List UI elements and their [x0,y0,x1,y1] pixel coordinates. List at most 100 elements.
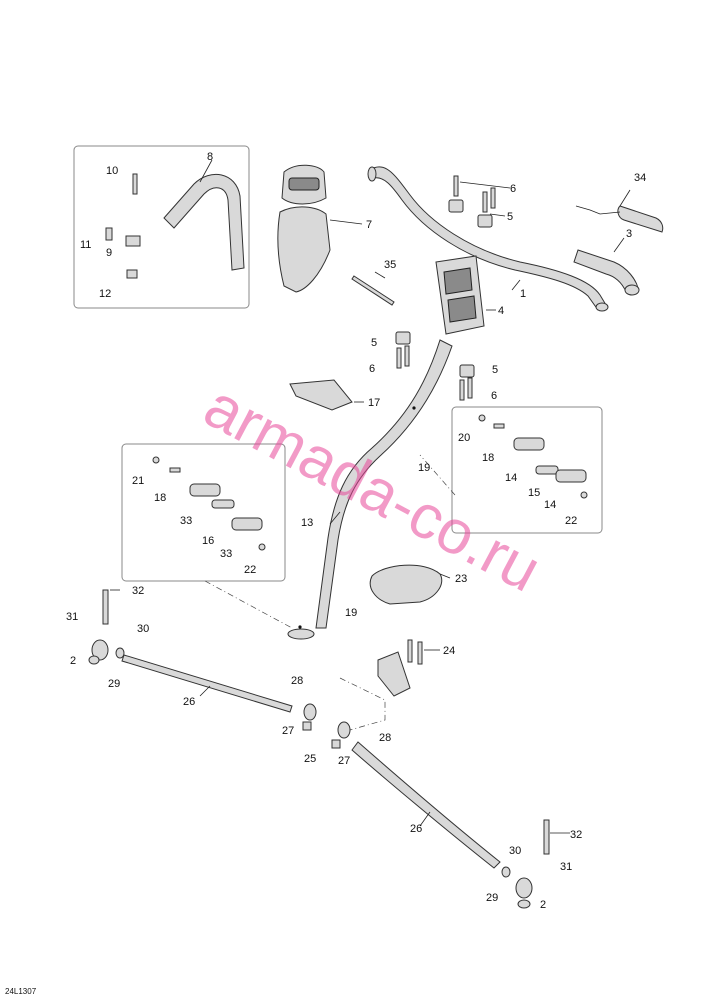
callout-19: 19 [345,607,357,619]
riser-bolt-3 [490,187,496,209]
center-spacer-2 [331,739,341,749]
reference-code: 24L1307 [5,987,37,996]
callout-14: 14 [544,499,556,511]
callout-10: 10 [106,165,118,177]
callout-24: 24 [443,645,455,657]
detail-left-nut [258,543,266,551]
tie-rod-left [121,654,293,713]
callout-11: 11 [80,239,91,251]
rod-end-bushing-right [501,866,511,878]
callout-32: 32 [132,585,144,597]
column-plate [289,379,353,411]
rod-end-right [515,877,533,899]
column-bolt-right-1 [459,379,465,401]
steering-arm-bolt-2 [417,641,423,665]
riser-clamp-upper-1 [448,199,464,213]
detail-right-nut [580,491,588,499]
callout-6: 6 [369,363,375,375]
callout-5: 5 [507,211,513,223]
callout-21: 21 [132,475,144,487]
riser-clamp-upper-2 [477,214,493,228]
callout-13: 13 [301,517,313,529]
callout-34: 34 [634,172,646,184]
detail-right-screw [478,414,486,422]
callout-33: 33 [180,515,192,527]
callout-27: 27 [338,755,350,767]
heated-grip-wire [575,205,621,215]
handlebar-riser-cutout-2 [447,295,477,323]
callout-20: 20 [458,432,470,444]
center-rod-end-left [303,703,317,721]
callout-26: 26 [410,823,422,835]
grip-right-end [624,284,640,296]
callout-30: 30 [509,845,521,857]
detail-right-spring [535,465,559,475]
steering-column-base [287,628,315,640]
column-clamp-left [395,331,411,345]
callout-27: 27 [282,725,294,737]
handlebar-cover-body [277,206,331,293]
callout-5: 5 [371,337,377,349]
detail-box-right-grip [451,406,603,534]
center-rod-end-right [337,721,351,739]
detail-box-handlebar-clamp [73,145,250,309]
callout-29: 29 [108,678,120,690]
grease-point-upper [412,406,416,410]
steering-arm-bolt-1 [407,639,413,663]
detail-left-washer [169,467,181,473]
callout-22: 22 [244,564,256,576]
callout-16: 16 [202,535,214,547]
column-bolt-left-2 [404,345,410,367]
callout-18: 18 [154,492,166,504]
callout-26: 26 [183,696,195,708]
handlebar-riser [435,255,485,335]
callout-9: 9 [106,247,112,259]
detail-box-left-grip [121,443,286,582]
pin [351,275,395,306]
column-bolt-left-1 [396,347,402,369]
clamp-bolt [132,173,138,195]
center-spacer-1 [302,721,312,731]
rod-end-nut-left [88,655,100,665]
callout-1: 1 [520,288,526,300]
callout-29: 29 [486,892,498,904]
callout-17: 17 [368,397,380,409]
callout-2: 2 [540,899,546,911]
grease-point-lower [298,625,302,629]
callout-2: 2 [70,655,76,667]
callout-3: 3 [626,228,632,240]
handlebar-cover-display [288,177,320,191]
detail-left-spring [211,499,235,509]
connector-line-right-detail [419,454,456,496]
callout-6: 6 [491,390,497,402]
callout-32: 32 [570,829,582,841]
rod-end-bushing-left [115,647,125,659]
steering-boot [369,564,443,605]
connector-line-steering-arm [339,677,386,731]
detail-left-housing-1 [189,483,221,497]
callout-28: 28 [291,675,303,687]
rod-end-nut-right [517,899,531,909]
column-clamp-right [459,364,475,378]
heated-grip [617,205,664,233]
callout-31: 31 [560,861,572,873]
callout-12: 12 [99,288,111,300]
callout-6: 6 [510,183,516,195]
callout-22: 22 [565,515,577,527]
leader-lines [110,159,631,834]
detail-right-housing-1 [513,437,545,451]
detail-left-screw [152,456,160,464]
column-bolt-right-2 [467,377,473,399]
callout-33: 33 [220,548,232,560]
callout-25: 25 [304,753,316,765]
clamp-plate [125,235,141,247]
callout-18: 18 [482,452,494,464]
callout-28: 28 [379,732,391,744]
riser-bolt-2 [482,191,488,213]
connector-line-left-detail [204,580,293,629]
callout-31: 31 [66,611,78,623]
callout-5: 5 [492,364,498,376]
rod-end-bolt-right [543,819,550,855]
riser-bolt-1 [453,175,459,197]
